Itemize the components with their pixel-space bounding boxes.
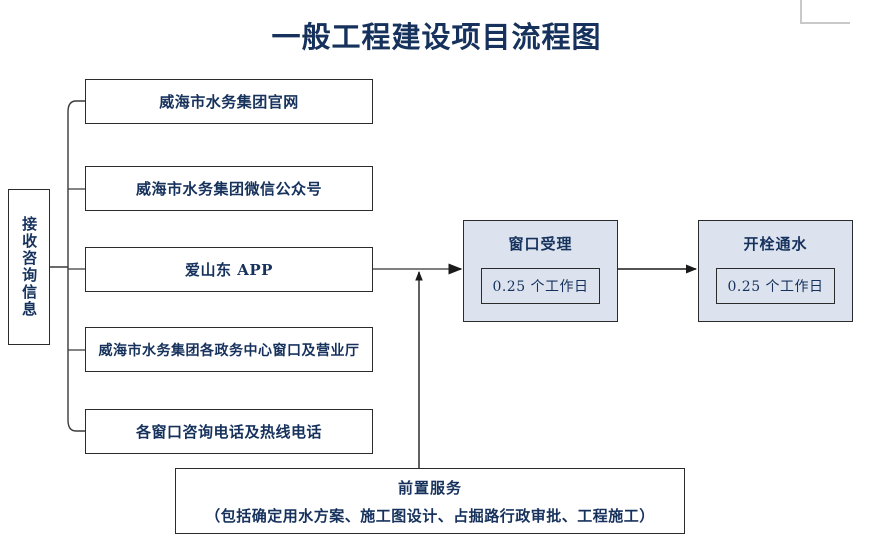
channel-label: 爱山东 APP [185, 261, 273, 279]
channel-box-wechat-account[interactable]: 威海市水务集团微信公众号 [85, 166, 373, 211]
entry-node-label: 接收咨询信息 [20, 216, 39, 318]
stage-box-open-valve-supply-water[interactable]: 开栓通水 0.25 个工作日 [698, 220, 853, 322]
channel-label: 威海市水务集团各政务中心窗口及营业厅 [98, 342, 360, 359]
stage-title: 开栓通水 [743, 235, 808, 253]
channel-label: 威海市水务集团微信公众号 [135, 180, 322, 198]
pre-service-title: 前置服务 [397, 478, 462, 497]
channel-box-aishandong-app[interactable]: 爱山东 APP [85, 247, 373, 292]
channel-label: 各窗口咨询电话及热线电话 [135, 423, 322, 441]
stage-duration-badge: 0.25 个工作日 [481, 268, 600, 304]
channel-label: 威海市水务集团官网 [159, 93, 299, 111]
entry-node-receive-inquiry[interactable]: 接收咨询信息 [8, 189, 50, 345]
stage-duration-badge: 0.25 个工作日 [716, 268, 835, 304]
channel-box-hotline-phones[interactable]: 各窗口咨询电话及热线电话 [85, 409, 373, 454]
channel-box-official-website[interactable]: 威海市水务集团官网 [85, 79, 373, 124]
page-title: 一般工程建设项目流程图 [271, 20, 602, 54]
stage-box-window-acceptance[interactable]: 窗口受理 0.25 个工作日 [463, 220, 618, 322]
page-crop-mark-top-right [800, 0, 860, 30]
pre-service-detail: （包括确定用水方案、施工图设计、占掘路行政审批、工程施工） [205, 506, 655, 525]
connector-brace-trunk [67, 100, 85, 432]
channel-box-service-windows[interactable]: 威海市水务集团各政务中心窗口及营业厅 [85, 327, 373, 372]
pre-service-box[interactable]: 前置服务 （包括确定用水方案、施工图设计、占掘路行政审批、工程施工） [175, 468, 685, 534]
stage-title: 窗口受理 [508, 235, 573, 253]
